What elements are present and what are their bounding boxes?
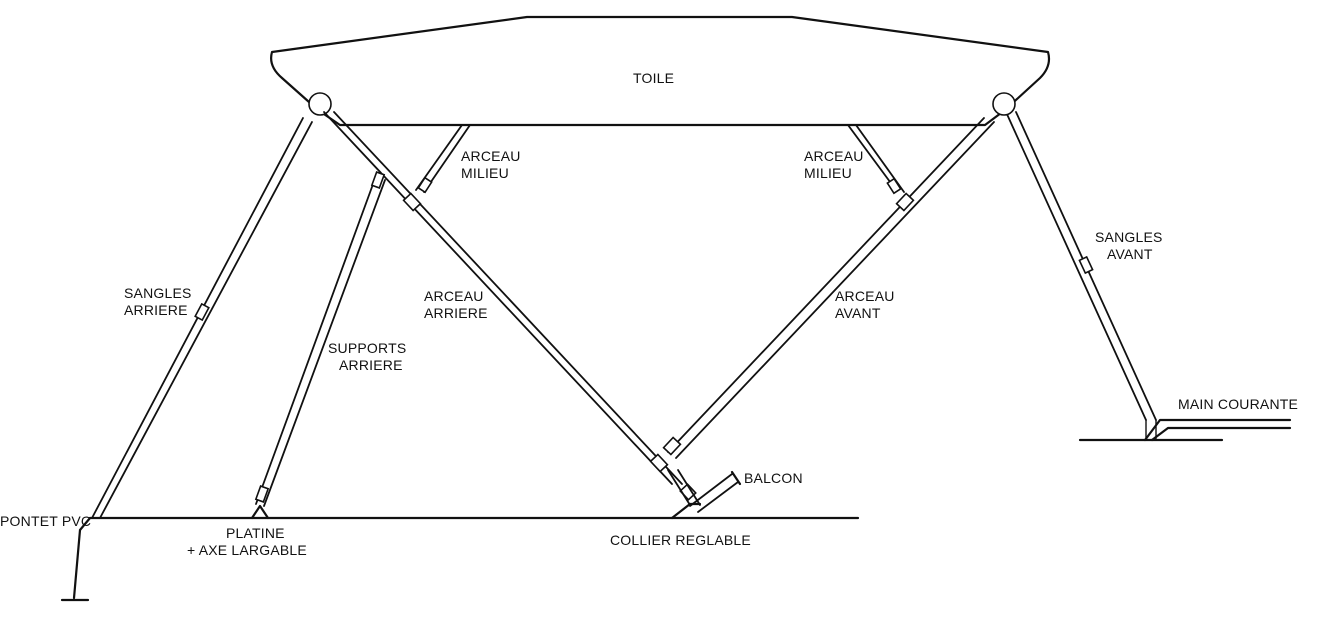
label-sangles-arriere-1: SANGLES xyxy=(124,285,192,301)
label-arceau-arriere-1: ARCEAU xyxy=(424,288,484,304)
label-main-courante: MAIN COURANTE xyxy=(1178,396,1298,412)
label-arceau-avant-1: ARCEAU xyxy=(835,288,895,304)
label-platine-2: + AXE LARGABLE xyxy=(187,542,307,558)
label-supports-arriere-1: SUPPORTS xyxy=(328,340,406,356)
arceau-milieu-right-bar xyxy=(847,124,905,195)
supports-arriere-bar xyxy=(250,171,386,520)
label-supports-arriere-2: ARRIERE xyxy=(339,357,403,373)
pontet-pvc-post xyxy=(72,516,92,600)
label-arceau-milieu-left-1: ARCEAU xyxy=(461,148,521,164)
main-courante-rail xyxy=(1143,418,1292,442)
balcon-rail xyxy=(689,470,742,513)
label-arceau-arriere-2: ARRIERE xyxy=(424,305,488,321)
label-collier-reglable: COLLIER REGLABLE xyxy=(610,532,751,548)
arceau-arriere-bow xyxy=(323,111,697,501)
pivot-right xyxy=(992,92,1016,116)
label-sangles-avant-2: AVANT xyxy=(1107,246,1153,262)
label-arceau-avant-2: AVANT xyxy=(835,305,881,321)
collier-reglable-bracket xyxy=(667,469,702,520)
arceau-milieu-left-bar xyxy=(415,124,471,194)
label-platine-1: PLATINE xyxy=(226,525,285,541)
label-arceau-milieu-right-2: MILIEU xyxy=(804,165,852,181)
label-sangles-avant-1: SANGLES xyxy=(1095,229,1163,245)
sangles-arriere-strap xyxy=(91,117,313,519)
label-toile: TOILE xyxy=(633,70,674,86)
pivot-left xyxy=(308,92,332,116)
sangles-avant-strap xyxy=(1005,111,1157,441)
label-arceau-milieu-right-1: ARCEAU xyxy=(804,148,864,164)
label-arceau-milieu-left-2: MILIEU xyxy=(461,165,509,181)
toile-canopy xyxy=(270,15,1051,127)
label-balcon: BALCON xyxy=(744,470,803,486)
label-sangles-arriere-2: ARRIERE xyxy=(124,302,188,318)
arceau-avant-bow xyxy=(662,117,995,459)
label-pontet-pvc: PONTET PVC xyxy=(0,513,91,529)
